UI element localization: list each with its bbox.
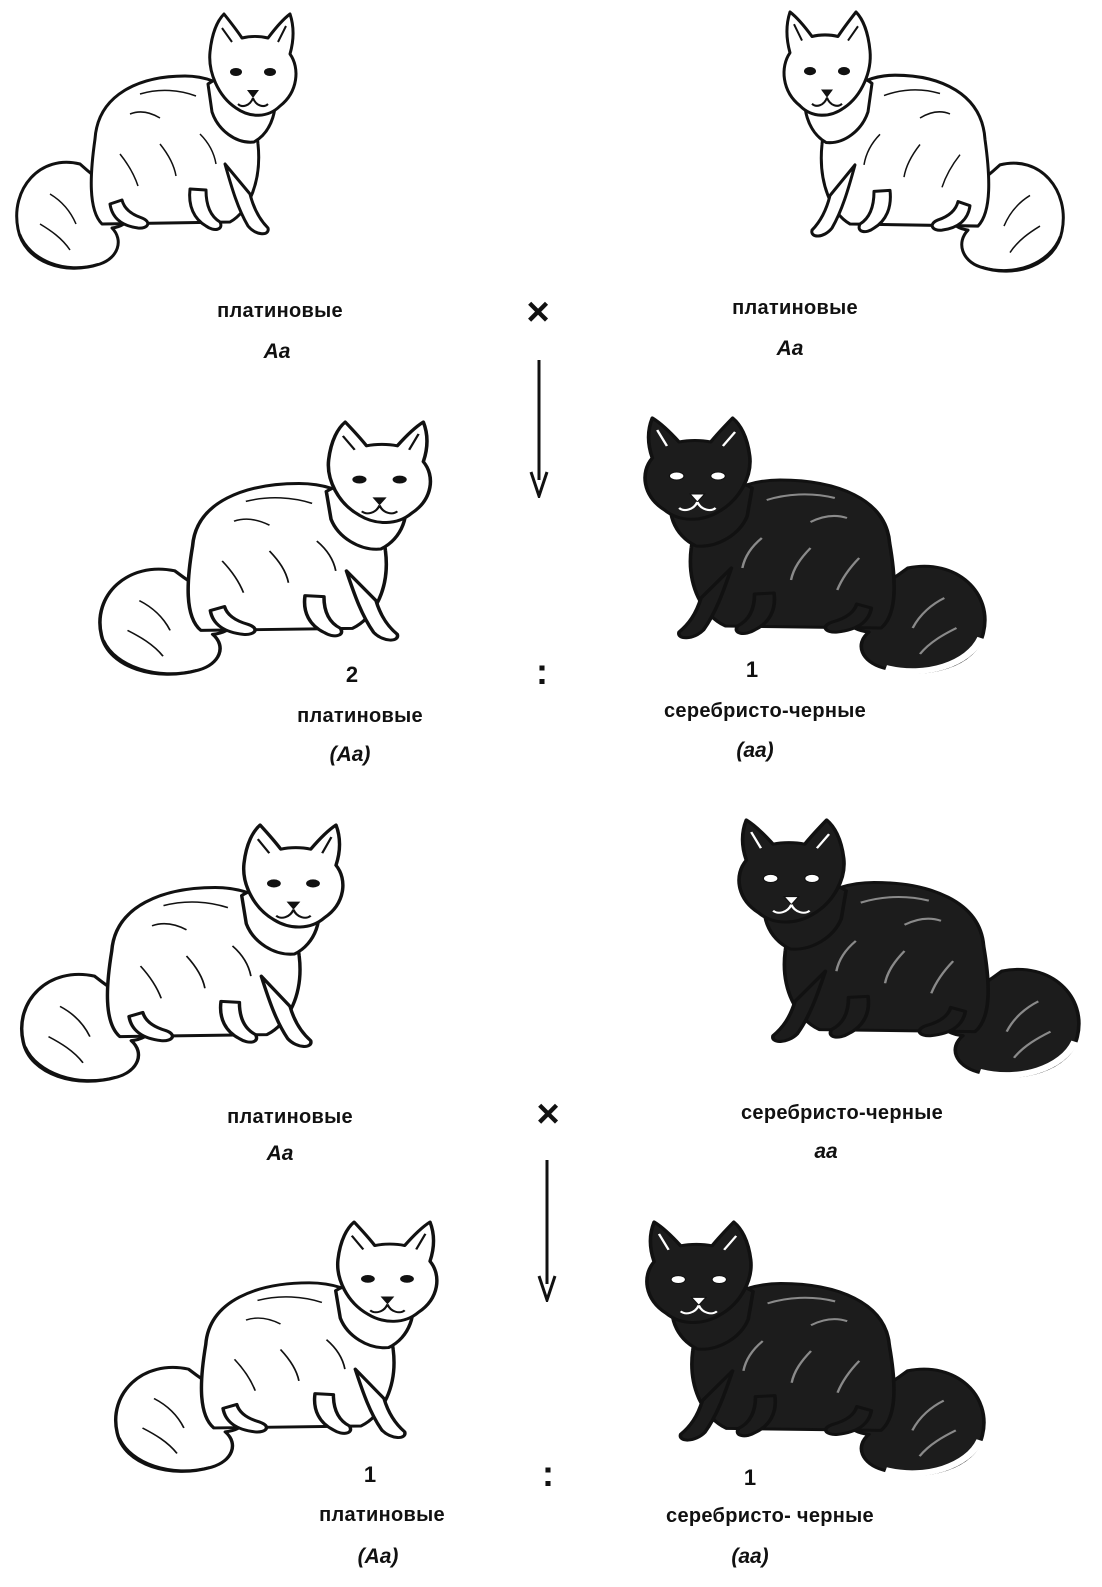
- cross1-parent-left-genotype: Aa: [263, 340, 291, 363]
- offspring-fox-platinum: [92, 420, 447, 680]
- cross2-offspring-right-phenotype: серебристо- черные: [666, 1505, 874, 1527]
- cross1-parent-right-phenotype: платиновые: [732, 297, 858, 319]
- cross1-arrow: [529, 360, 549, 498]
- cross2-parent-left-genotype: Aa: [266, 1142, 294, 1165]
- cross2-arrow: [537, 1160, 557, 1302]
- cross1-parent-left-phenotype: платиновые: [217, 300, 343, 322]
- cross1-offspring-right-ratio: 1: [745, 657, 759, 682]
- offspring-fox-platinum-2: [108, 1220, 453, 1477]
- cross2-offspring-left-ratio: 1: [363, 1462, 377, 1487]
- parent-fox-silver-black-right-2: [722, 818, 1087, 1082]
- cross1-ratio-separator: :: [536, 651, 548, 692]
- cross1-parent-right-genotype: Aa: [776, 337, 804, 360]
- cross2-cross-symbol: ×: [536, 1092, 560, 1136]
- offspring-fox-silver-black-2: [630, 1220, 992, 1480]
- cross2-ratio-separator: :: [542, 1453, 554, 1494]
- cross2-parent-right-genotype: aa: [814, 1140, 838, 1163]
- cross2-offspring-left-phenotype: платиновые: [319, 1504, 445, 1526]
- parent-fox-platinum-left: [10, 12, 310, 274]
- cross1-offspring-left-genotype: (Aa): [329, 743, 371, 766]
- cross2-offspring-right-ratio: 1: [743, 1465, 757, 1490]
- parent-fox-platinum-right: [770, 10, 1070, 277]
- cross2-offspring-right-genotype: (aa): [731, 1545, 769, 1568]
- cross1-offspring-left-ratio: 2: [345, 662, 359, 687]
- cross2-offspring-left-genotype: (Aa): [357, 1545, 399, 1568]
- cross1-offspring-right-phenotype: серебристо-черные: [663, 700, 867, 722]
- cross1-offspring-right-genotype: (aa): [736, 739, 774, 762]
- offspring-fox-silver-black: [628, 416, 993, 678]
- cross2-parent-left-phenotype: платиновые: [227, 1106, 353, 1128]
- cross2-parent-right-phenotype: серебристо-черные: [740, 1102, 944, 1124]
- cross1-offspring-left-phenotype: платиновые: [297, 705, 423, 727]
- cross1-cross-symbol: ×: [526, 290, 550, 334]
- parent-fox-platinum-left-2: [14, 823, 359, 1087]
